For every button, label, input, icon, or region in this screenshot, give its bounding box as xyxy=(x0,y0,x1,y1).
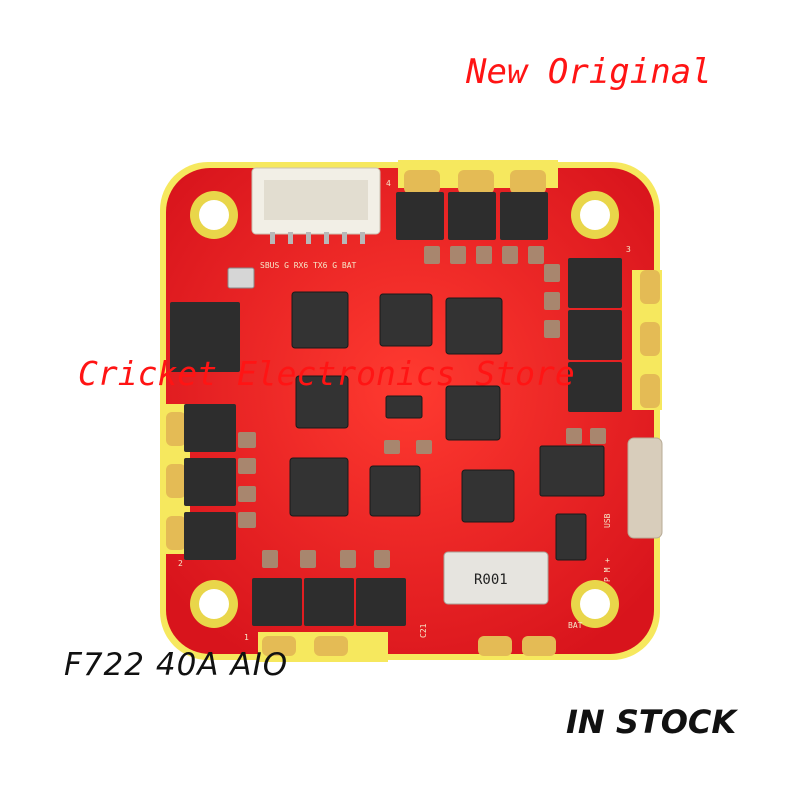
usb-label: USB xyxy=(603,513,612,528)
c21-label: C21 xyxy=(419,623,428,638)
motor-2-label: 2 xyxy=(178,559,183,568)
bat-label: BAT xyxy=(568,621,583,630)
motor-1-label: 1 xyxy=(244,633,249,642)
model-label: F722 40A AIO xyxy=(64,647,289,683)
motor-3-label: 3 xyxy=(626,245,631,254)
motor-4-label: 4 xyxy=(386,179,391,188)
new-original-text: New Original xyxy=(466,52,712,92)
usb-port xyxy=(627,437,663,539)
mount-hole-br xyxy=(571,580,619,628)
mount-hole-tl xyxy=(190,191,238,239)
shunt-label: R001 xyxy=(474,572,508,588)
shunt-resistor: R001 xyxy=(443,551,549,605)
pm-label: P M + xyxy=(603,558,612,582)
connector-pin-labels: SBUS G RX6 TX6 G BAT xyxy=(260,261,357,270)
mount-hole-bl xyxy=(190,580,238,628)
stock-label: IN STOCK xyxy=(566,703,737,741)
mount-hole-tr xyxy=(571,191,619,239)
store-watermark: Cricket Electronics Store xyxy=(78,354,575,393)
receiver-connector xyxy=(251,167,381,244)
